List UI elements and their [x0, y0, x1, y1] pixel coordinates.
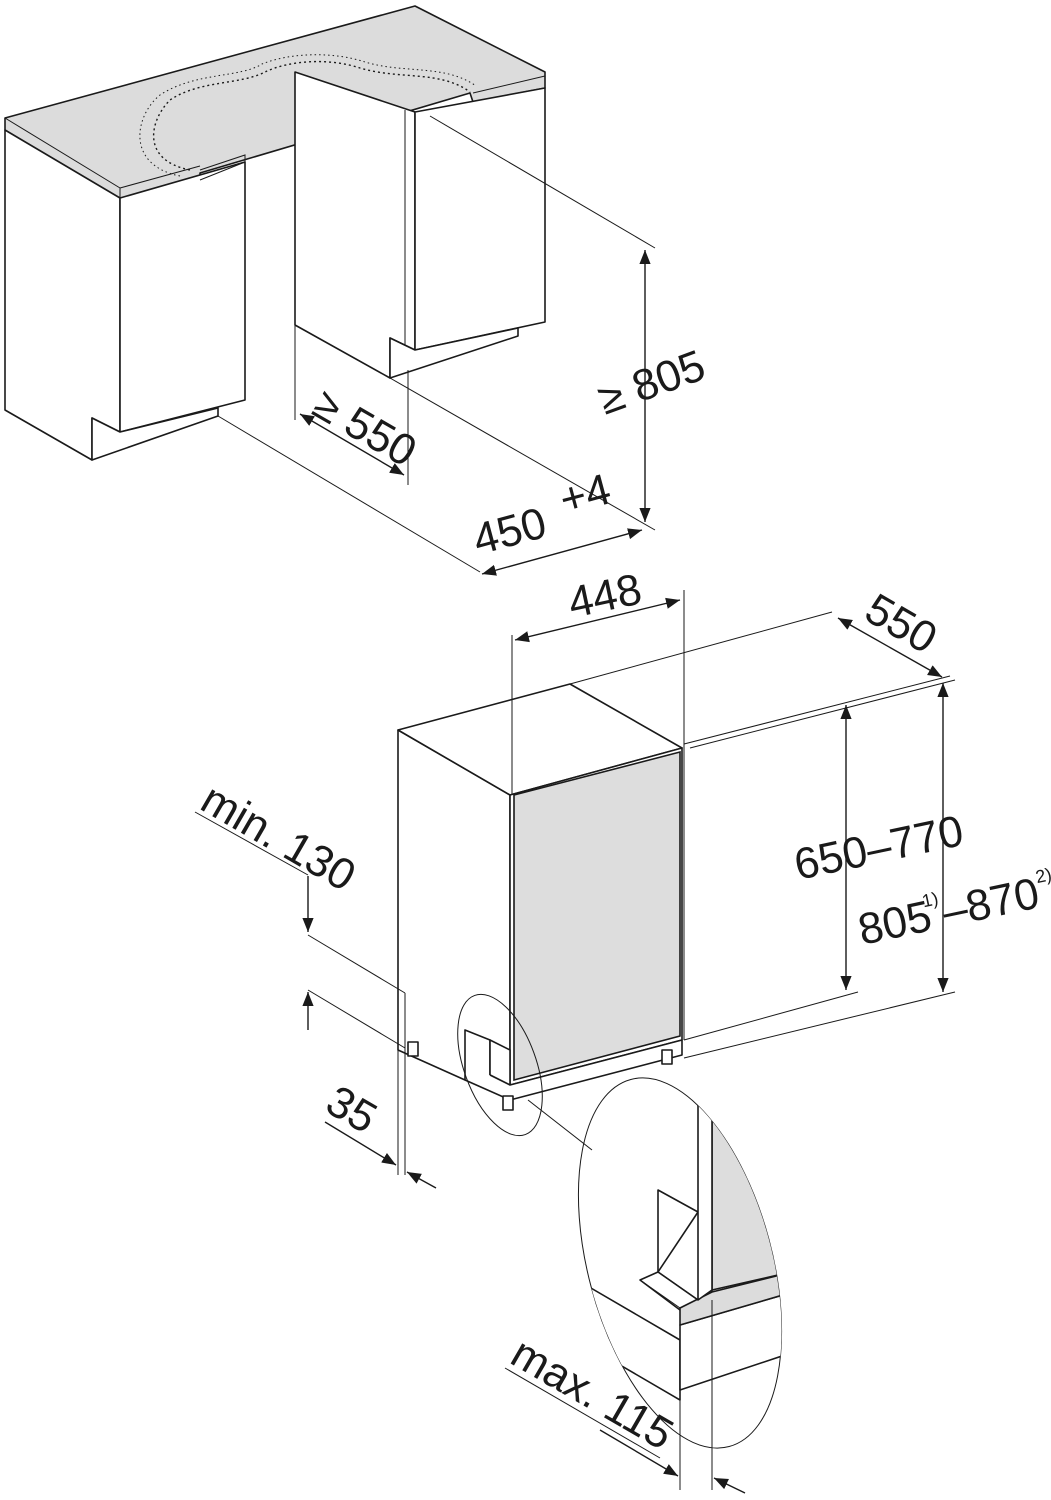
- svg-text:+4: +4: [555, 465, 616, 525]
- svg-text:min. 130: min. 130: [193, 774, 364, 901]
- appliance-illustration: 448 550 650–770 805 1) – 870 2)3): [193, 565, 1051, 1189]
- svg-text:450: 450: [468, 498, 552, 564]
- niche-height-label: ≥ 805: [592, 341, 712, 425]
- niche-width-label: 450 +4: [468, 465, 616, 565]
- appliance-height-label: 805 1) – 870 2)3): [854, 861, 1051, 955]
- niche-illustration: ≥ 550 ≥ 805 450 +4: [4, 5, 712, 576]
- svg-text:448: 448: [564, 565, 646, 628]
- svg-text:2)3): 2)3): [1034, 861, 1051, 887]
- svg-text:35: 35: [318, 1076, 385, 1143]
- svg-text:650–770: 650–770: [790, 806, 968, 890]
- svg-text:550: 550: [857, 584, 945, 663]
- appliance-width-label: 448: [564, 565, 646, 628]
- appliance-depth-label: 550: [857, 584, 945, 663]
- foot-offset-label: 35: [318, 1076, 385, 1143]
- niche-depth-label: ≥ 550: [305, 379, 425, 476]
- right-cabinet: [294, 71, 416, 379]
- door-height-label: 650–770: [790, 806, 968, 890]
- svg-text:1): 1): [920, 888, 940, 911]
- svg-text:870: 870: [961, 869, 1043, 932]
- appliance-door: [513, 750, 681, 1082]
- plinth-height-label: min. 130: [193, 774, 364, 901]
- svg-text:≥ 550: ≥ 550: [305, 379, 425, 476]
- svg-text:≥ 805: ≥ 805: [592, 341, 712, 425]
- plinth-detail-magnifier: max. 115: [503, 1077, 801, 1494]
